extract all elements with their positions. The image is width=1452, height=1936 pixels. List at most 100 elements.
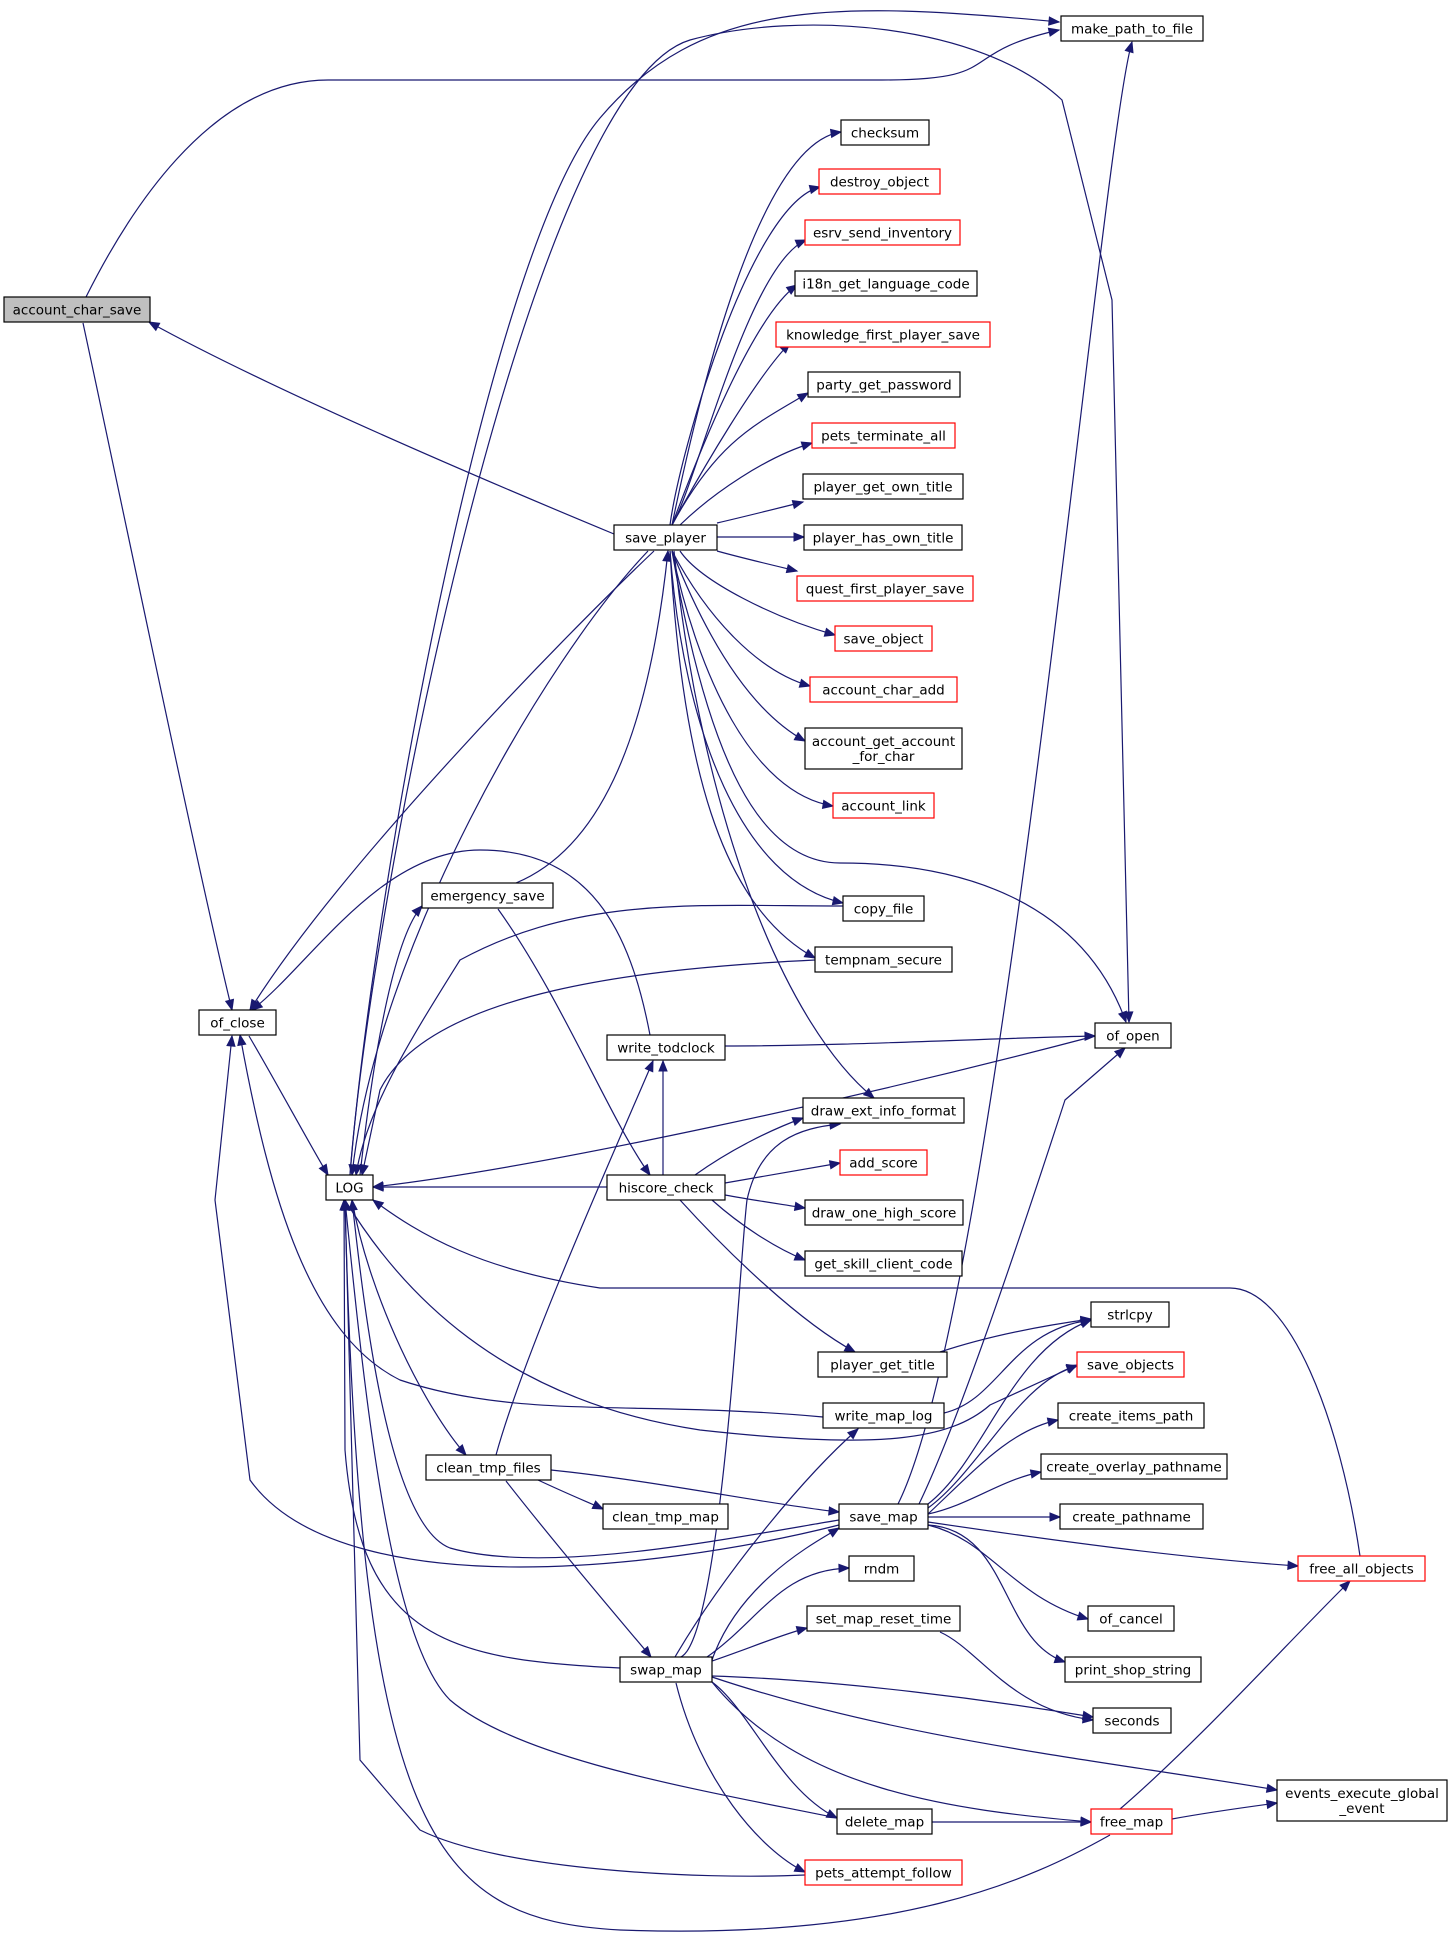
- node-box[interactable]: [817, 1351, 948, 1378]
- node-box[interactable]: [606, 1174, 726, 1201]
- node-box[interactable]: [811, 422, 956, 449]
- node-box[interactable]: [1040, 1453, 1228, 1480]
- node-account_link[interactable]: account_link: [832, 792, 935, 819]
- node-box[interactable]: [421, 882, 554, 909]
- node-box[interactable]: [807, 371, 961, 398]
- node-box[interactable]: [839, 1149, 928, 1176]
- node-make_path_to_file[interactable]: make_path_to_file: [1060, 15, 1204, 42]
- node-box[interactable]: [1064, 1656, 1202, 1683]
- node-player_get_title[interactable]: player_get_title: [817, 1351, 948, 1378]
- node-box[interactable]: [1297, 1555, 1426, 1582]
- node-box[interactable]: [602, 1503, 729, 1530]
- node-events_execute_global_event[interactable]: events_execute_global_event: [1276, 1779, 1448, 1822]
- node-free_map[interactable]: free_map: [1090, 1808, 1173, 1835]
- node-box[interactable]: [834, 625, 933, 652]
- node-checksum[interactable]: checksum: [840, 119, 930, 146]
- node-pets_attempt_follow[interactable]: pets_attempt_follow: [804, 1859, 963, 1886]
- node-create_items_path[interactable]: create_items_path: [1057, 1402, 1205, 1429]
- node-draw_one_high_score[interactable]: draw_one_high_score: [804, 1199, 964, 1226]
- node-player_get_own_title[interactable]: player_get_own_title: [802, 473, 964, 500]
- node-box[interactable]: [606, 1034, 726, 1061]
- node-box[interactable]: [848, 1555, 915, 1582]
- node-i18n_get_language_code[interactable]: i18n_get_language_code: [794, 270, 978, 297]
- node-box[interactable]: [822, 1402, 945, 1429]
- node-of_open[interactable]: of_open: [1094, 1022, 1172, 1049]
- node-box[interactable]: [1092, 1707, 1172, 1734]
- node-knowledge_first_player_save[interactable]: knowledge_first_player_save: [775, 321, 991, 348]
- node-box[interactable]: [804, 1199, 964, 1226]
- node-box[interactable]: [814, 946, 953, 973]
- node-quest_first_player_save[interactable]: quest_first_player_save: [796, 575, 974, 602]
- node-box[interactable]: [1090, 1301, 1170, 1328]
- node-box[interactable]: [1057, 1402, 1205, 1429]
- node-create_pathname[interactable]: create_pathname: [1059, 1503, 1204, 1530]
- node-clean_tmp_files[interactable]: clean_tmp_files: [425, 1454, 552, 1481]
- node-clean_tmp_map[interactable]: clean_tmp_map: [602, 1503, 729, 1530]
- node-box[interactable]: [325, 1174, 374, 1201]
- node-box[interactable]: [1076, 1351, 1185, 1378]
- node-box[interactable]: [796, 575, 974, 602]
- node-box[interactable]: [1060, 15, 1204, 42]
- node-swap_map[interactable]: swap_map: [619, 1656, 713, 1683]
- node-box[interactable]: [803, 524, 963, 551]
- node-account_char_save[interactable]: account_char_save: [3, 296, 151, 323]
- node-free_all_objects[interactable]: free_all_objects: [1297, 1555, 1426, 1582]
- node-save_map[interactable]: save_map: [838, 1503, 929, 1530]
- node-set_map_reset_time[interactable]: set_map_reset_time: [806, 1605, 961, 1632]
- node-add_score[interactable]: add_score: [839, 1149, 928, 1176]
- node-destroy_object[interactable]: destroy_object: [818, 168, 941, 195]
- node-box[interactable]: [3, 296, 151, 323]
- node-box[interactable]: [804, 727, 963, 770]
- node-box[interactable]: [619, 1656, 713, 1683]
- node-box[interactable]: [804, 1250, 963, 1277]
- node-rndm[interactable]: rndm: [848, 1555, 915, 1582]
- node-create_overlay_pathname[interactable]: create_overlay_pathname: [1040, 1453, 1228, 1480]
- node-box[interactable]: [775, 321, 991, 348]
- node-box[interactable]: [1059, 1503, 1204, 1530]
- node-box[interactable]: [794, 270, 978, 297]
- node-box[interactable]: [842, 895, 925, 922]
- node-box[interactable]: [832, 792, 935, 819]
- node-account_get_account_for_char[interactable]: account_get_account_for_char: [804, 727, 963, 770]
- node-strlcpy[interactable]: strlcpy: [1090, 1301, 1170, 1328]
- node-box[interactable]: [818, 168, 941, 195]
- node-save_player[interactable]: save_player: [613, 524, 718, 551]
- node-box[interactable]: [802, 1097, 965, 1124]
- node-delete_map[interactable]: delete_map: [836, 1808, 933, 1835]
- node-copy_file[interactable]: copy_file: [842, 895, 925, 922]
- node-esrv_send_inventory[interactable]: esrv_send_inventory: [804, 219, 961, 246]
- node-box[interactable]: [613, 524, 718, 551]
- node-save_objects[interactable]: save_objects: [1076, 1351, 1185, 1378]
- node-player_has_own_title[interactable]: player_has_own_title: [803, 524, 963, 551]
- node-box[interactable]: [425, 1454, 552, 1481]
- node-box[interactable]: [840, 119, 930, 146]
- node-box[interactable]: [198, 1009, 277, 1036]
- node-box[interactable]: [838, 1503, 929, 1530]
- node-box[interactable]: [802, 473, 964, 500]
- node-box[interactable]: [809, 676, 958, 703]
- node-of_close[interactable]: of_close: [198, 1009, 277, 1036]
- node-account_char_add[interactable]: account_char_add: [809, 676, 958, 703]
- node-emergency_save[interactable]: emergency_save: [421, 882, 554, 909]
- node-of_cancel[interactable]: of_cancel: [1087, 1605, 1175, 1632]
- node-box[interactable]: [806, 1605, 961, 1632]
- node-box[interactable]: [1094, 1022, 1172, 1049]
- node-LOG[interactable]: LOG: [325, 1174, 374, 1201]
- node-save_object[interactable]: save_object: [834, 625, 933, 652]
- node-pets_terminate_all[interactable]: pets_terminate_all: [811, 422, 956, 449]
- node-tempnam_secure[interactable]: tempnam_secure: [814, 946, 953, 973]
- node-hiscore_check[interactable]: hiscore_check: [606, 1174, 726, 1201]
- node-box[interactable]: [804, 1859, 963, 1886]
- node-box[interactable]: [804, 219, 961, 246]
- node-party_get_password[interactable]: party_get_password: [807, 371, 961, 398]
- node-box[interactable]: [836, 1808, 933, 1835]
- node-write_map_log[interactable]: write_map_log: [822, 1402, 945, 1429]
- node-box[interactable]: [1087, 1605, 1175, 1632]
- node-get_skill_client_code[interactable]: get_skill_client_code: [804, 1250, 963, 1277]
- node-draw_ext_info_format[interactable]: draw_ext_info_format: [802, 1097, 965, 1124]
- node-write_todclock[interactable]: write_todclock: [606, 1034, 726, 1061]
- node-seconds[interactable]: seconds: [1092, 1707, 1172, 1734]
- node-box[interactable]: [1090, 1808, 1173, 1835]
- node-print_shop_string[interactable]: print_shop_string: [1064, 1656, 1202, 1683]
- node-box[interactable]: [1276, 1779, 1448, 1822]
